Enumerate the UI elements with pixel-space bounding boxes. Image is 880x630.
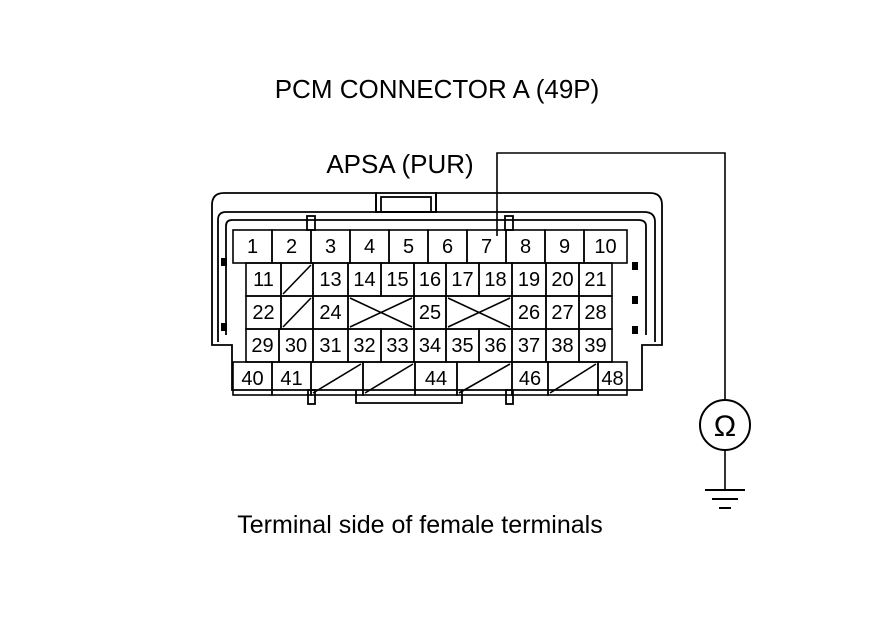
ohmmeter-icon: Ω xyxy=(699,399,751,451)
terminal-number: 10 xyxy=(594,236,616,258)
blank-slash xyxy=(364,363,414,394)
blank-slash xyxy=(458,363,511,394)
terminal-number: 9 xyxy=(559,236,570,258)
terminal-number: 40 xyxy=(241,368,263,390)
terminal-number: 32 xyxy=(353,335,375,357)
terminal-number: 35 xyxy=(451,335,473,357)
terminal-number: 13 xyxy=(319,269,341,291)
terminal-number: 5 xyxy=(403,236,414,258)
terminal-number: 20 xyxy=(551,269,573,291)
terminal-number: 16 xyxy=(419,269,441,291)
lock-dots xyxy=(221,258,638,334)
terminal-number: 1 xyxy=(247,236,258,258)
terminal-number: 2 xyxy=(286,236,297,258)
terminal-number: 38 xyxy=(551,335,573,357)
blank-slash xyxy=(282,297,312,328)
blank-slash xyxy=(549,363,597,394)
blank-cross xyxy=(349,297,413,328)
terminal-number: 46 xyxy=(519,368,541,390)
caption: Terminal side of female terminals xyxy=(237,511,602,539)
terminal-number: 4 xyxy=(364,236,375,258)
terminal-number: 34 xyxy=(419,335,441,357)
terminal-number: 27 xyxy=(551,302,573,324)
terminal-number: 24 xyxy=(319,302,341,324)
page-title: PCM CONNECTOR A (49P) xyxy=(275,74,600,104)
terminal-number: 41 xyxy=(280,368,302,390)
terminal-number: 18 xyxy=(484,269,506,291)
ground-icon xyxy=(705,489,745,509)
terminal-number: 8 xyxy=(520,236,531,258)
blank-slash xyxy=(312,363,362,394)
terminal-cell xyxy=(597,361,628,396)
terminal-number: 30 xyxy=(285,335,307,357)
blank-cross xyxy=(447,297,511,328)
terminal-number: 37 xyxy=(518,335,540,357)
terminal-number: 21 xyxy=(584,269,606,291)
terminal-number: 15 xyxy=(386,269,408,291)
blank-slash xyxy=(282,264,312,295)
terminal-number: 22 xyxy=(252,302,274,324)
connector-housing xyxy=(211,192,663,405)
probe-label: APSA (PUR) xyxy=(326,149,473,179)
terminal-number: 7 xyxy=(481,236,492,258)
terminal-number: 28 xyxy=(584,302,606,324)
terminal-number: 14 xyxy=(353,269,375,291)
terminal-number: 17 xyxy=(451,269,473,291)
terminal-number: 11 xyxy=(253,269,274,291)
terminal-number: 25 xyxy=(419,302,441,324)
terminal-number: 3 xyxy=(325,236,336,258)
terminal-number: 29 xyxy=(251,335,273,357)
terminal-number: 6 xyxy=(442,236,453,258)
terminal-number: 44 xyxy=(425,368,447,390)
terminal-number: 36 xyxy=(484,335,506,357)
terminal-number: 39 xyxy=(584,335,606,357)
probe-wire xyxy=(496,152,726,490)
terminal-number: 48 xyxy=(601,368,623,390)
terminal-number: 26 xyxy=(518,302,540,324)
meter-symbol: Ω xyxy=(714,410,736,443)
terminal-number: 31 xyxy=(319,335,341,357)
terminal-number: 33 xyxy=(386,335,408,357)
terminal-number: 19 xyxy=(518,269,540,291)
